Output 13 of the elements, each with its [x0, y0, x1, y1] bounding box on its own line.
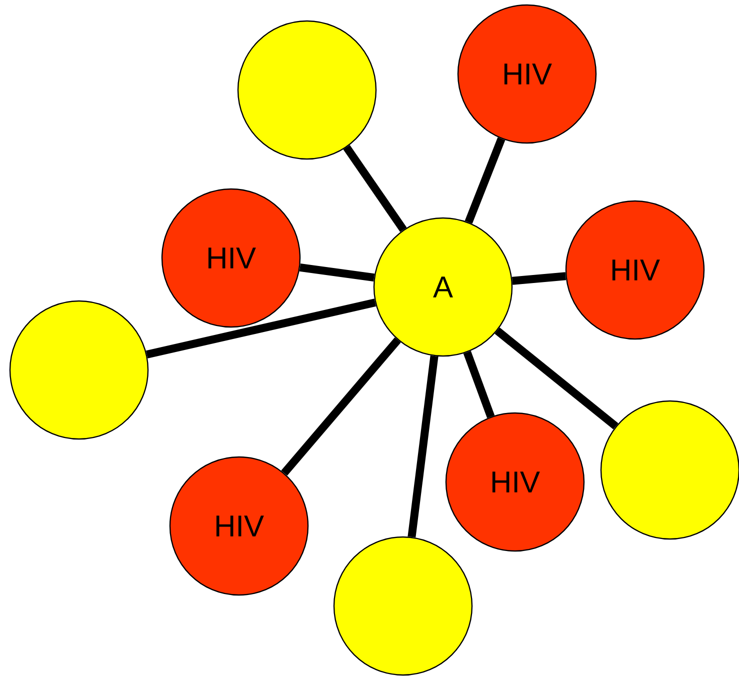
connector-line [408, 356, 438, 538]
connector-line [146, 298, 376, 358]
connector-line [343, 145, 407, 232]
circle [237, 20, 377, 160]
connector-line [299, 263, 375, 282]
connector-line [464, 137, 506, 224]
connector-line [494, 328, 618, 430]
circle [333, 536, 473, 676]
connector-line [281, 337, 401, 476]
connector-line [512, 272, 566, 285]
connector-line [463, 350, 495, 418]
circle [9, 300, 149, 440]
circle [600, 400, 739, 540]
